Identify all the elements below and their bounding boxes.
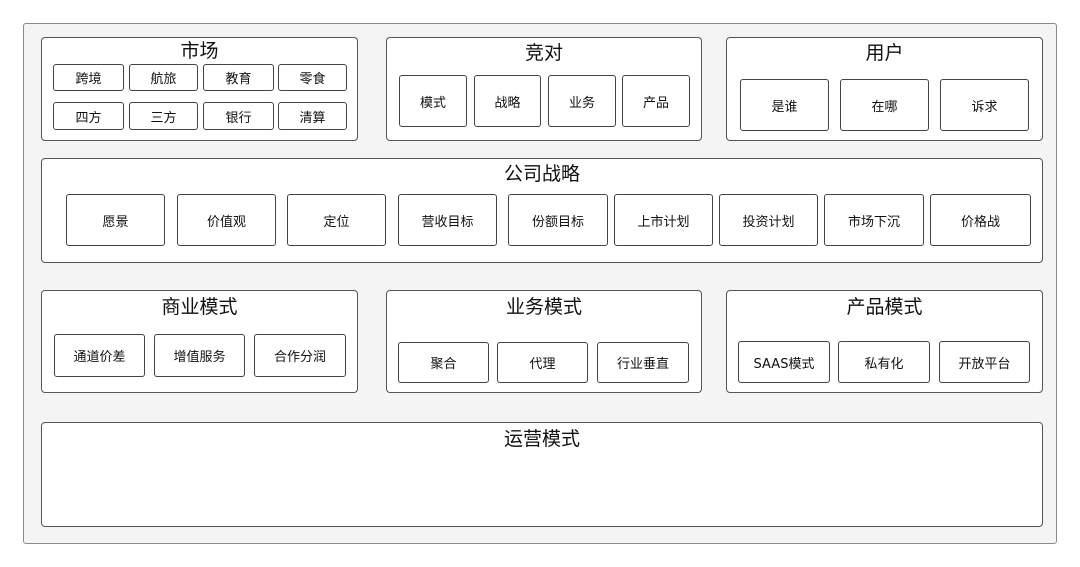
business-model-item-value-added[interactable]: 增值服务 <box>154 334 245 377</box>
market-panel: 市场 跨境 航旅 教育 零食 四方 三方 银行 清算 <box>41 37 358 141</box>
market-item-snacks[interactable]: 零食 <box>278 64 347 91</box>
strategy-item-values[interactable]: 价值观 <box>177 194 276 246</box>
strategy-item-investment-plan[interactable]: 投资计划 <box>719 194 818 246</box>
user-item-who[interactable]: 是谁 <box>740 79 829 131</box>
product-model-item-private[interactable]: 私有化 <box>838 341 930 383</box>
market-item-bank[interactable]: 银行 <box>203 102 274 130</box>
strategy-item-market-sinking[interactable]: 市场下沉 <box>824 194 924 246</box>
strategy-item-vision[interactable]: 愿景 <box>66 194 165 246</box>
competitor-item-business[interactable]: 业务 <box>548 75 616 127</box>
service-model-item-agency[interactable]: 代理 <box>497 342 588 383</box>
product-model-title: 产品模式 <box>846 296 923 318</box>
competitor-item-model[interactable]: 模式 <box>399 75 467 127</box>
business-model-item-channel-spread[interactable]: 通道价差 <box>54 334 145 377</box>
operation-model-title: 运营模式 <box>503 428 580 450</box>
product-model-panel: 产品模式 SAAS模式 私有化 开放平台 <box>726 290 1043 393</box>
user-panel: 用户 是谁 在哪 诉求 <box>726 37 1043 141</box>
competitor-item-product[interactable]: 产品 <box>622 75 690 127</box>
competitor-title: 竞对 <box>524 42 563 64</box>
user-title: 用户 <box>865 42 904 64</box>
service-model-title: 业务模式 <box>505 296 582 318</box>
service-model-panel: 业务模式 聚合 代理 行业垂直 <box>386 290 702 393</box>
market-item-clearing[interactable]: 清算 <box>278 102 347 130</box>
product-model-item-open-platform[interactable]: 开放平台 <box>939 341 1030 383</box>
strategy-title: 公司战略 <box>503 163 580 185</box>
market-item-three-party[interactable]: 三方 <box>129 102 198 130</box>
market-title: 市场 <box>180 40 219 62</box>
user-item-needs[interactable]: 诉求 <box>940 79 1029 131</box>
user-item-where[interactable]: 在哪 <box>840 79 929 131</box>
competitor-item-strategy[interactable]: 战略 <box>474 75 541 127</box>
strategy-panel: 公司战略 愿景 价值观 定位 营收目标 份额目标 上市计划 投资计划 市场下沉 … <box>41 158 1043 263</box>
strategy-item-price-war[interactable]: 价格战 <box>930 194 1031 246</box>
business-model-title: 商业模式 <box>161 296 238 318</box>
strategy-item-revenue-target[interactable]: 营收目标 <box>398 194 497 246</box>
market-item-education[interactable]: 教育 <box>203 64 274 91</box>
product-model-item-saas[interactable]: SAAS模式 <box>738 341 830 383</box>
service-model-item-aggregation[interactable]: 聚合 <box>398 342 489 383</box>
service-model-item-vertical[interactable]: 行业垂直 <box>597 342 689 383</box>
market-item-travel[interactable]: 航旅 <box>129 64 198 91</box>
strategy-item-share-target[interactable]: 份额目标 <box>508 194 608 246</box>
business-model-item-revenue-share[interactable]: 合作分润 <box>254 334 346 377</box>
market-item-cross-border[interactable]: 跨境 <box>53 64 124 91</box>
operation-model-panel: 运营模式 <box>41 422 1043 527</box>
strategy-item-ipo-plan[interactable]: 上市计划 <box>614 194 713 246</box>
strategy-item-positioning[interactable]: 定位 <box>287 194 386 246</box>
business-model-panel: 商业模式 通道价差 增值服务 合作分润 <box>41 290 358 393</box>
market-item-four-party[interactable]: 四方 <box>53 102 124 130</box>
competitor-panel: 竞对 模式 战略 业务 产品 <box>386 37 702 141</box>
